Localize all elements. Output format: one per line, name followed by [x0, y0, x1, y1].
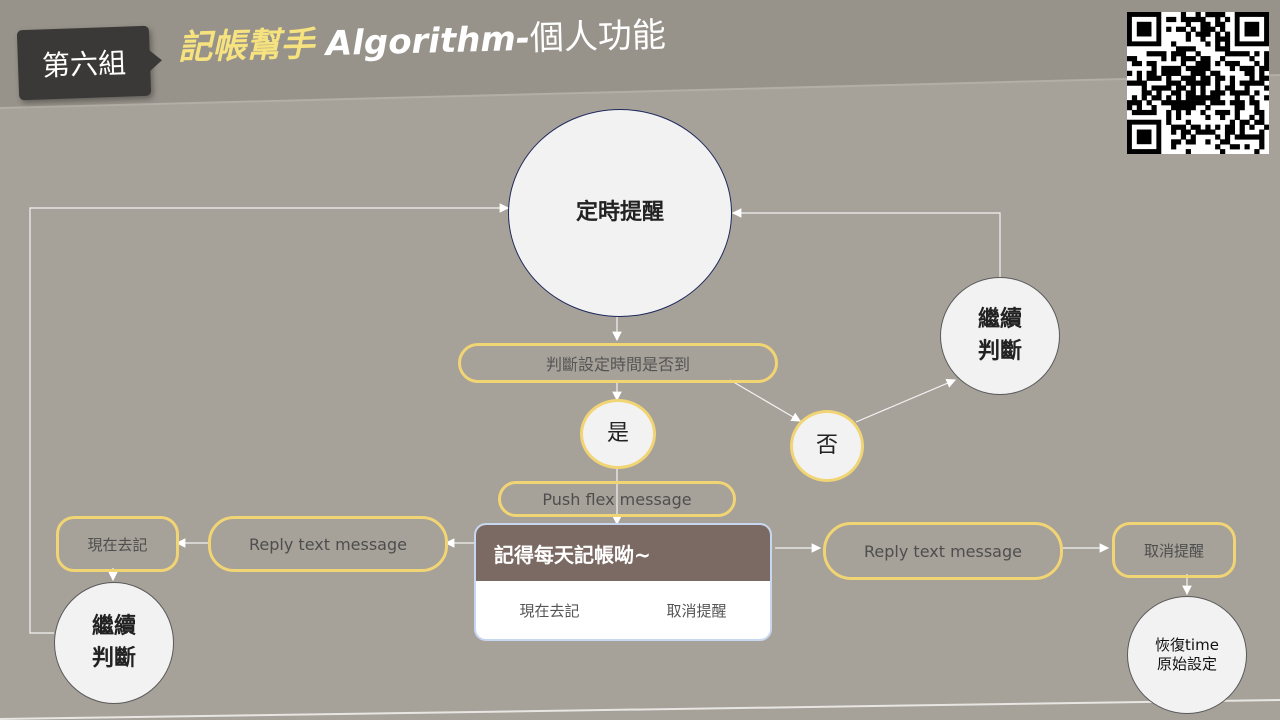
- node-record-now-label: 現在去記: [87, 535, 148, 554]
- qr-code-pattern: [1127, 12, 1270, 155]
- node-continue-right-label: 繼續 判斷: [977, 307, 1022, 364]
- group-tag-label: 第六組: [41, 46, 127, 83]
- node-continue-right: 繼續 判斷: [940, 277, 1060, 395]
- node-no-label: 否: [815, 433, 838, 459]
- node-cancel-label: 取消提醒: [1143, 541, 1204, 560]
- title-app-name: 記帳幫手: [177, 24, 315, 68]
- node-reply-right: Reply text message: [823, 522, 1063, 580]
- title-algorithm: Algorithm-: [313, 18, 531, 65]
- title-feature: 個人功能: [529, 15, 667, 59]
- node-push-flex: Push flex message: [498, 481, 736, 517]
- node-yes: 是: [580, 399, 656, 469]
- record-now-button[interactable]: 現在去記: [519, 601, 580, 620]
- flex-card-header: 記得每天記帳呦~: [476, 525, 770, 581]
- node-push-flex-label: Push flex message: [542, 489, 692, 509]
- node-no: 否: [790, 410, 864, 482]
- node-reply-left: Reply text message: [208, 516, 448, 572]
- node-yes-label: 是: [606, 421, 629, 447]
- node-reply-right-label: Reply text message: [864, 541, 1022, 561]
- node-continue-left-label: 繼續 判斷: [91, 614, 136, 671]
- node-restore-label: 恢復time 原始設定: [1155, 635, 1219, 674]
- node-cancel: 取消提醒: [1112, 522, 1236, 578]
- qr-code: [1127, 12, 1270, 155]
- node-reminder: 定時提醒: [508, 109, 732, 317]
- node-check-time: 判斷設定時間是否到: [458, 343, 778, 383]
- node-restore: 恢復time 原始設定: [1127, 596, 1247, 714]
- group-tag: 第六組: [16, 25, 152, 101]
- flex-message-card: 記得每天記帳呦~ 現在去記 取消提醒: [476, 525, 770, 639]
- node-continue-left: 繼續 判斷: [54, 582, 174, 704]
- flex-card-title: 記得每天記帳呦~: [494, 542, 651, 567]
- node-record-now: 現在去記: [56, 516, 179, 572]
- cancel-reminder-button[interactable]: 取消提醒: [666, 601, 727, 620]
- flex-card-actions: 現在去記 取消提醒: [476, 581, 770, 639]
- node-reminder-label: 定時提醒: [575, 200, 664, 226]
- node-reply-left-label: Reply text message: [249, 534, 407, 554]
- node-check-time-label: 判斷設定時間是否到: [545, 355, 690, 374]
